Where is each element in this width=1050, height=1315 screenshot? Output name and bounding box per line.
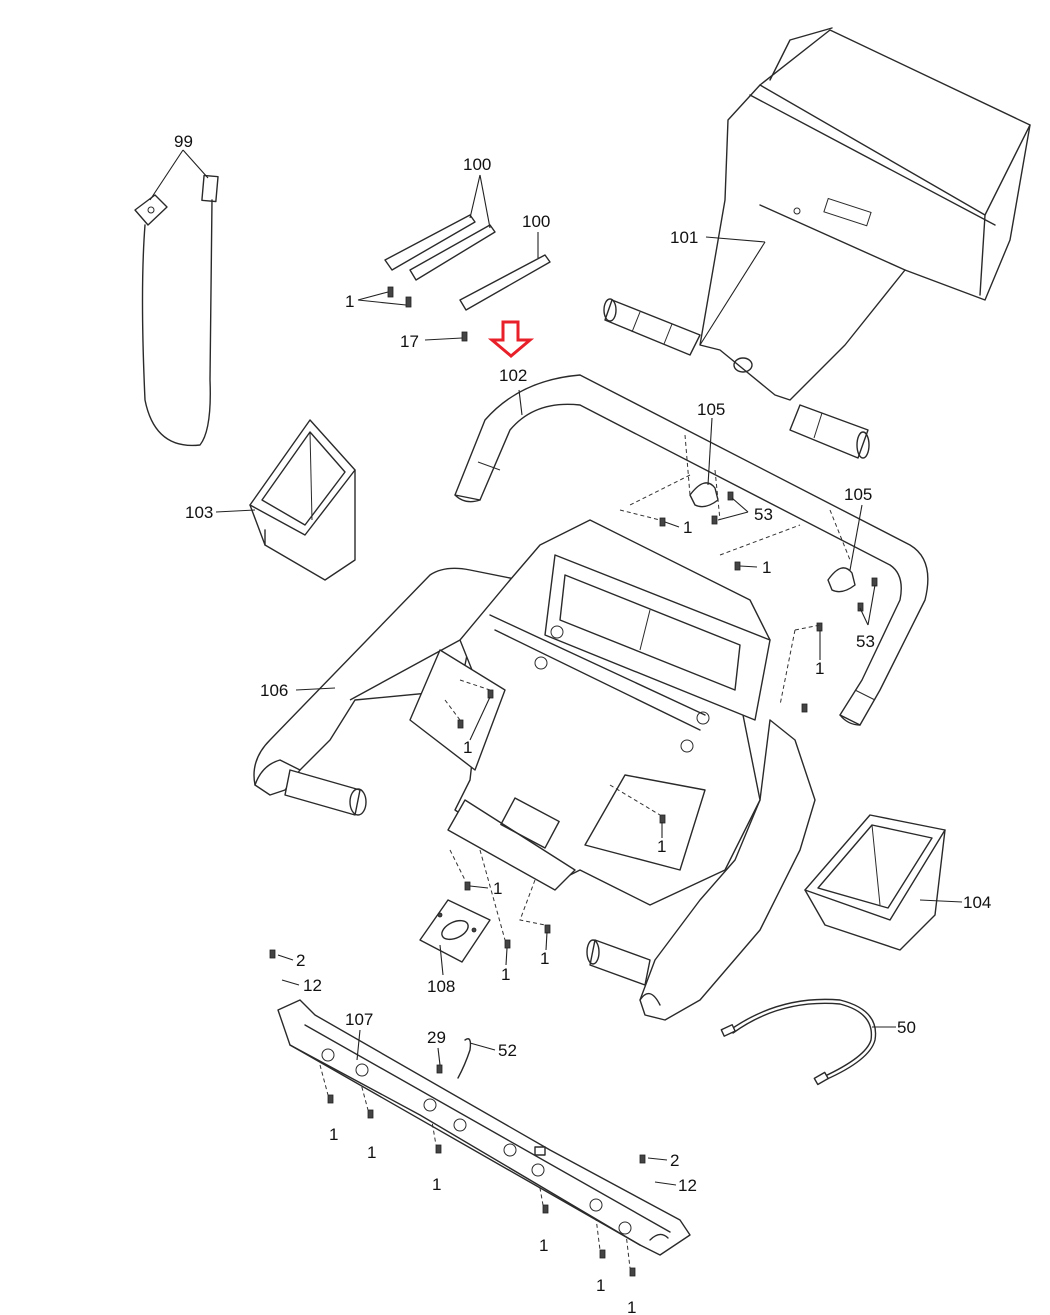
console-grip-right: [789, 404, 870, 459]
part-100-wire-ties[interactable]: [384, 214, 551, 311]
down-arrow-icon: [487, 320, 535, 358]
part-103-cup-holder-left[interactable]: [249, 419, 356, 581]
label-103: 103: [185, 503, 213, 522]
label-17: 17: [400, 332, 419, 351]
part-104-cup-holder-right[interactable]: [804, 814, 946, 951]
label-2-b: 2: [670, 1151, 679, 1170]
part-50-cable[interactable]: [720, 998, 877, 1086]
label-52: 52: [498, 1041, 517, 1060]
label-1: 1: [501, 965, 510, 984]
label-12-a: 12: [303, 976, 322, 995]
label-1: 1: [540, 949, 549, 968]
label-105-a: 105: [697, 400, 725, 419]
label-1: 1: [463, 738, 472, 757]
label-1: 1: [432, 1175, 441, 1194]
part-102-upright-frame[interactable]: [454, 374, 929, 726]
label-106: 106: [260, 681, 288, 700]
part-107-base-bar[interactable]: [277, 999, 691, 1256]
label-2-a: 2: [296, 951, 305, 970]
leader-lines: [149, 149, 963, 1186]
assembly-lines: [319, 434, 851, 1269]
part-105-brackets[interactable]: [689, 482, 856, 593]
part-108-plate[interactable]: [419, 899, 491, 963]
label-101: 101: [670, 228, 698, 247]
label-1: 1: [762, 558, 771, 577]
label-1: 1: [367, 1143, 376, 1162]
label-107: 107: [345, 1010, 373, 1029]
label-1: 1: [596, 1276, 605, 1295]
label-102: 102: [499, 366, 527, 385]
label-50: 50: [897, 1018, 916, 1037]
label-100-b: 100: [522, 212, 550, 231]
label-53-b: 53: [856, 632, 875, 651]
part-99-safety-key[interactable]: [134, 174, 219, 447]
part-106-motor-hood[interactable]: [253, 519, 816, 1021]
screw-set: [269, 286, 878, 1277]
label-105-b: 105: [844, 485, 872, 504]
label-12-b: 12: [678, 1176, 697, 1195]
part-101-console[interactable]: [699, 27, 1031, 401]
label-104: 104: [963, 893, 991, 912]
label-1: 1: [627, 1298, 636, 1315]
label-99: 99: [174, 132, 193, 151]
label-1: 1: [493, 879, 502, 898]
part-labels: 99 100 100 101 102 103 104 105 105 106 1…: [174, 132, 991, 1315]
label-108: 108: [427, 977, 455, 996]
label-100-a: 100: [463, 155, 491, 174]
label-1: 1: [815, 659, 824, 678]
label-53-a: 53: [754, 505, 773, 524]
label-29: 29: [427, 1028, 446, 1047]
label-1: 1: [683, 518, 692, 537]
label-1: 1: [345, 292, 354, 311]
console-grip-left: [603, 298, 701, 356]
label-1: 1: [329, 1125, 338, 1144]
label-1: 1: [657, 837, 666, 856]
label-1: 1: [539, 1236, 548, 1255]
part-52-wire: [457, 1038, 472, 1079]
